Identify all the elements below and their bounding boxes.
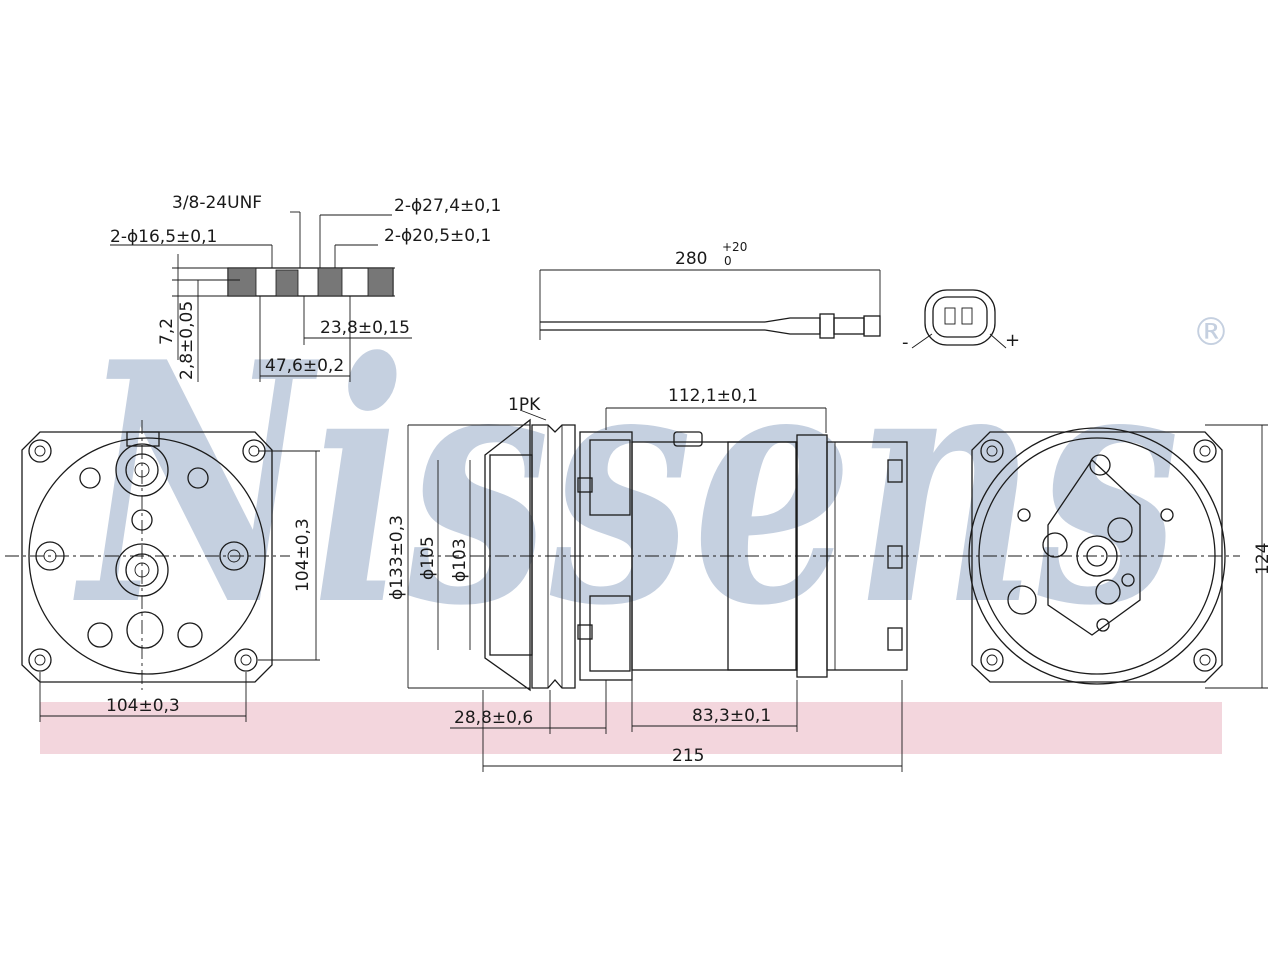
fitting-hatch-far (367, 267, 394, 297)
bore-large-outer-label: 2-ϕ27,4±0,1 (394, 196, 501, 216)
rear-height-label: 124 (1253, 543, 1273, 575)
cable-length-label: 280 (675, 249, 707, 269)
bore-small-label: 2-ϕ16,5±0,1 (110, 227, 217, 247)
spacing-23-8-label: 23,8±0,15 (320, 318, 410, 338)
fitting-hatch-mid (275, 269, 299, 297)
fitting-section-view (110, 211, 412, 382)
cable-tolerance-upper: +20 (722, 240, 747, 254)
height-2-8-label: 2,8±0,05 (177, 301, 197, 380)
spacing-47-6-label: 47,6±0,2 (265, 356, 344, 376)
watermark-band (40, 702, 1222, 754)
connector-view (911, 289, 1007, 349)
cable-view (539, 269, 881, 340)
diameter-105-label: ϕ105 (418, 536, 438, 580)
connector-plus-label: + (1005, 330, 1020, 351)
height-7-2-label: 7,2 (157, 318, 177, 345)
total-length-label: 215 (672, 746, 704, 766)
watermark-brand: Nissens (72, 290, 1180, 678)
front-view (5, 420, 320, 722)
mount-offset-label: 83,3±0,1 (692, 706, 771, 726)
fitting-hatch-right (317, 267, 343, 297)
belt-type-label: 1PK (508, 395, 541, 415)
cable-tolerance-lower: 0 (724, 254, 732, 268)
pulley-diameter-label: ϕ133±0,3 (387, 515, 407, 600)
fitting-hatch-left (227, 267, 257, 297)
bolt-spacing-vertical-label: 104±0,3 (293, 518, 313, 592)
pulley-offset-label: 28,8±0,6 (454, 708, 533, 728)
side-view (407, 407, 960, 772)
diameter-103-label: ϕ103 (450, 538, 470, 582)
body-length-label: 112,1±0,1 (668, 386, 758, 406)
thread-spec-label: 3/8-24UNF (172, 193, 262, 213)
watermark-registered-mark: ® (1192, 310, 1230, 354)
bolt-spacing-horizontal-label: 104±0,3 (106, 696, 180, 716)
bore-large-inner-label: 2-ϕ20,5±0,1 (384, 226, 491, 246)
connector-minus-label: - (902, 332, 909, 353)
rear-view (958, 424, 1268, 689)
